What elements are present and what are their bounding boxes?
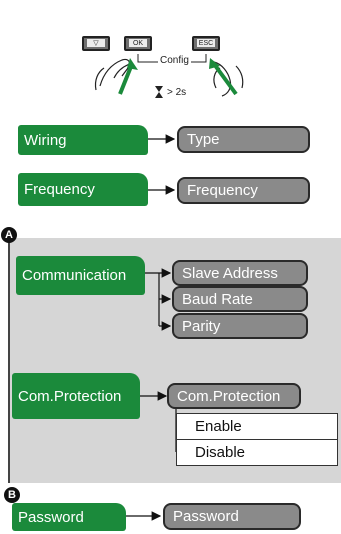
menu-wiring[interactable]: Wiring	[18, 125, 148, 155]
submenu-baud-rate[interactable]: Baud Rate	[172, 286, 308, 312]
menu-com-protection[interactable]: Com.Protection	[12, 373, 140, 419]
badge-a: A	[1, 227, 17, 243]
badge-b: B	[4, 487, 20, 503]
right-press-arrow	[212, 62, 238, 96]
option-enable[interactable]: Enable	[176, 413, 338, 440]
config-label: Config	[158, 55, 191, 66]
submenu-com-protection[interactable]: Com.Protection	[167, 383, 301, 409]
submenu-type[interactable]: Type	[177, 126, 310, 153]
submenu-parity[interactable]: Parity	[172, 313, 308, 339]
down-key[interactable]: ▽	[82, 36, 110, 51]
esc-key-label: ESC	[197, 39, 215, 47]
submenu-password[interactable]: Password	[163, 503, 301, 530]
ok-key[interactable]: OK	[124, 36, 152, 51]
hands-and-timer	[94, 54, 244, 98]
submenu-frequency[interactable]: Frequency	[177, 177, 310, 204]
left-press-arrow	[118, 63, 134, 95]
option-disable[interactable]: Disable	[176, 439, 338, 466]
down-key-label: ▽	[87, 39, 105, 47]
section-a-border	[8, 238, 10, 483]
hourglass-icon	[155, 86, 163, 98]
menu-frequency[interactable]: Frequency	[18, 173, 148, 206]
esc-key[interactable]: ESC	[192, 36, 220, 51]
menu-communication[interactable]: Communication	[16, 256, 145, 295]
hold-time-label: > 2s	[167, 87, 187, 98]
menu-password[interactable]: Password	[12, 503, 126, 531]
submenu-slave-address[interactable]: Slave Address	[172, 260, 308, 286]
ok-key-label: OK	[129, 39, 147, 47]
